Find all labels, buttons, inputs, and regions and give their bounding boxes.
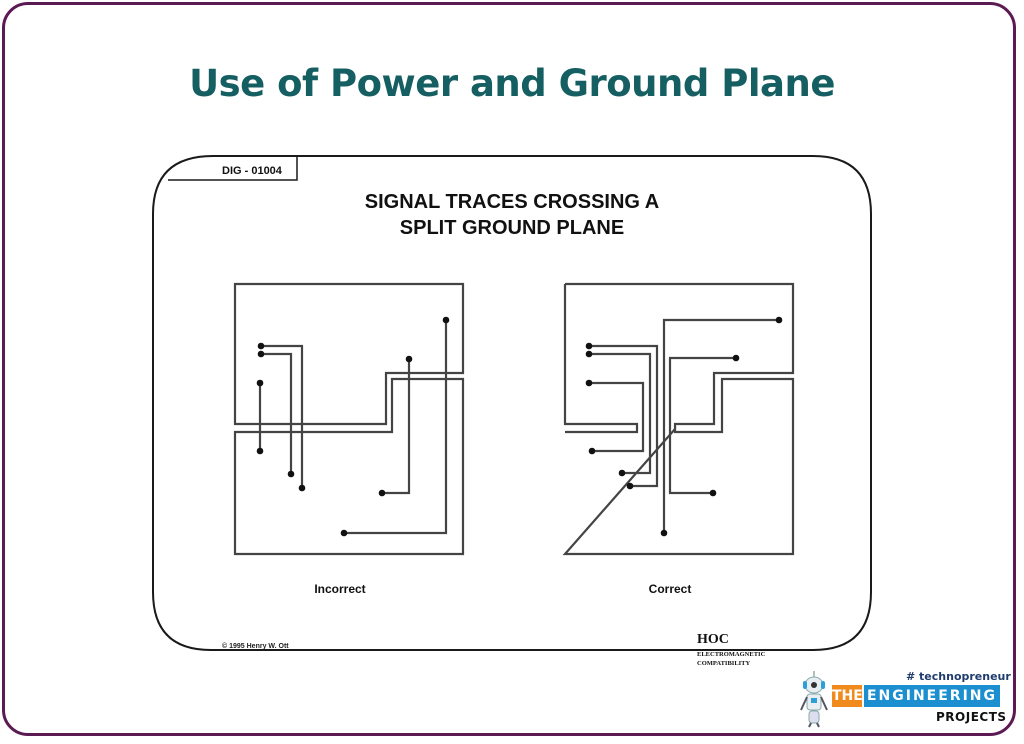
robot-mascot-icon bbox=[800, 671, 828, 728]
copyright-text: © 1995 Henry W. Ott bbox=[222, 642, 289, 650]
incorrect-caption: Incorrect bbox=[314, 582, 365, 596]
incorrect-diagram bbox=[233, 282, 465, 556]
bottom-plane-outline bbox=[233, 377, 465, 556]
trace bbox=[662, 318, 779, 533]
trace bbox=[261, 352, 293, 474]
correct-caption: Correct bbox=[649, 582, 692, 596]
trace bbox=[668, 356, 736, 495]
slide-title: Use of Power and Ground Plane bbox=[189, 62, 835, 105]
trace bbox=[589, 352, 652, 475]
id-tag-box bbox=[168, 156, 298, 181]
logo-word-the: THE bbox=[832, 685, 863, 707]
logo-tagline: # technopreneur bbox=[906, 670, 1011, 683]
publisher-line1: ELECTROMAGNETIC bbox=[697, 651, 766, 658]
correct-trace-endpoints bbox=[585, 316, 783, 537]
correct-diagram bbox=[562, 282, 795, 556]
figure-frame bbox=[152, 155, 872, 651]
logo-word-projects: PROJECTS bbox=[936, 710, 1007, 724]
id-tag: DIG - 01004 bbox=[222, 165, 283, 177]
publisher-name: HOC bbox=[697, 632, 729, 647]
bottom-plane-outline bbox=[562, 377, 795, 556]
top-plane-outline bbox=[563, 282, 795, 429]
trace bbox=[261, 344, 304, 488]
publisher-line2: COMPATIBILITY bbox=[697, 660, 751, 667]
top-plane-outline bbox=[233, 282, 465, 426]
logo-word-engineering: ENGINEERING bbox=[864, 685, 1000, 707]
incorrect-trace-endpoints bbox=[256, 316, 450, 537]
figure-heading-line2: SPLIT GROUND PLANE bbox=[400, 217, 624, 239]
engineering-projects-logo: # technopreneur THE ENGINEERING PROJECTS bbox=[796, 664, 1016, 734]
trace bbox=[382, 359, 411, 495]
trace bbox=[344, 320, 448, 535]
slide-frame bbox=[2, 2, 1016, 736]
figure-heading-line1: SIGNAL TRACES CROSSING A bbox=[365, 191, 659, 213]
trace bbox=[589, 381, 645, 453]
trace bbox=[589, 344, 659, 488]
